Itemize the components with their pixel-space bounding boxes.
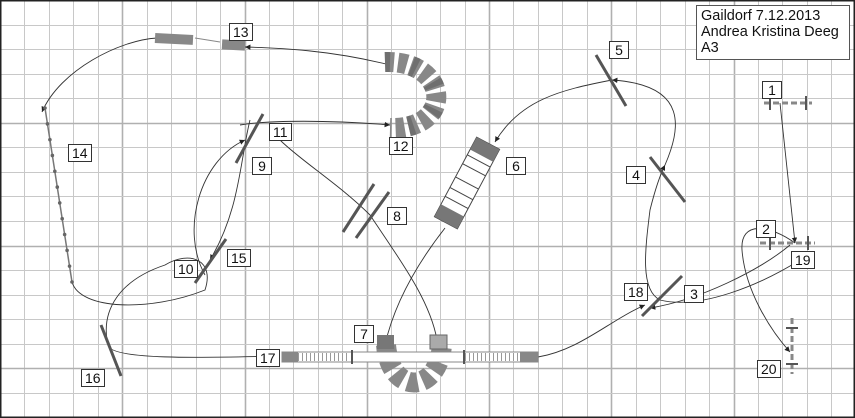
tunnel-13 [154, 32, 246, 51]
obstacle-number-16: 16 [81, 369, 105, 387]
course-info-box: Gaildorf 7.12.2013 Andrea Kristina Deeg … [696, 5, 850, 60]
weave-14 [43, 106, 74, 284]
obstacle-number-15: 15 [227, 249, 251, 267]
jump-4 [648, 156, 687, 203]
obstacle-number-11: 11 [269, 123, 292, 141]
jump-8a [341, 183, 376, 233]
weave-pole [50, 153, 55, 158]
jump-20 [786, 318, 798, 374]
weave-pole [53, 169, 57, 174]
jump-9-11 [234, 113, 265, 164]
tunnel-17 [281, 350, 539, 364]
obstacle-number-17: 17 [256, 349, 280, 367]
obstacle-number-12: 12 [389, 137, 413, 155]
obstacle-number-18: 18 [624, 283, 648, 301]
obstacle-number-8: 8 [387, 207, 407, 225]
obstacle-number-7: 7 [354, 325, 374, 343]
dog-path [41, 37, 801, 358]
weave-pole [43, 106, 47, 110]
obstacle-number-2: 2 [756, 220, 776, 238]
event-title: Gaildorf 7.12.2013 [701, 8, 821, 24]
jump-3 [640, 274, 684, 318]
obstacle-number-5: 5 [609, 41, 629, 59]
obstacle-number-19: 19 [791, 251, 815, 269]
jumps [99, 54, 815, 377]
tunnel-12 [384, 51, 447, 139]
weave-pole [48, 137, 52, 142]
class-label: A3 [701, 40, 719, 56]
weave-pole [62, 232, 67, 237]
weave-pole [70, 280, 74, 284]
tunnel-6 [433, 136, 501, 230]
jump-19 [760, 236, 815, 250]
weave-pole [60, 216, 64, 221]
jump-16 [99, 324, 123, 377]
weave-pole [45, 122, 50, 126]
jump-5 [594, 54, 628, 107]
obstacle-number-1: 1 [762, 81, 782, 99]
weave-pole [67, 264, 72, 268]
obstacle-number-14: 14 [68, 144, 92, 162]
obstacle-number-20: 20 [757, 360, 781, 378]
obstacle-number-4: 4 [626, 166, 646, 184]
jump-15 [193, 238, 228, 284]
judge-name: Andrea Kristina Deeg [701, 24, 839, 40]
obstacle-number-6: 6 [506, 157, 526, 175]
weave-pole [57, 201, 62, 205]
obstacle-number-9: 9 [252, 157, 272, 175]
weave-pole [65, 248, 69, 253]
obstacle-number-13: 13 [229, 23, 253, 41]
weave-pole [55, 185, 60, 189]
jump-8b [354, 191, 391, 239]
obstacle-number-3: 3 [684, 285, 704, 303]
obstacle-number-10: 10 [174, 260, 198, 278]
